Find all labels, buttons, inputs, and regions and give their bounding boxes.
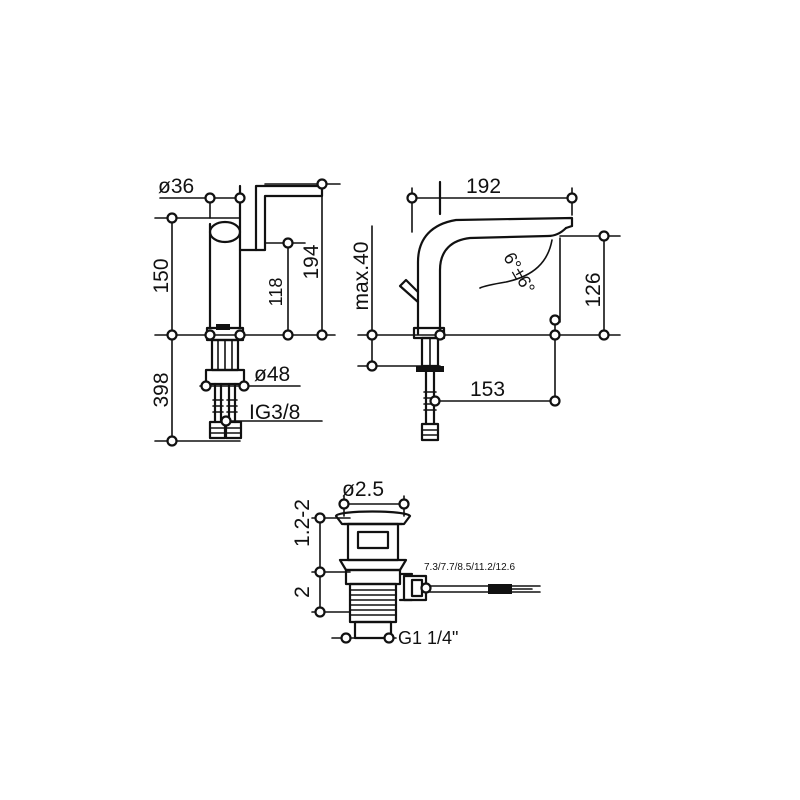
dim-body: 2 <box>291 586 314 598</box>
side-dimension-lines <box>154 178 341 447</box>
dim-height-lever: 194 <box>300 244 323 279</box>
drain-view: ø2.5 1.2-2 2 7.3/7.7/8.5/11.2/12.6 G1 1/… <box>291 478 541 648</box>
dim-connection: IG3/8 <box>249 401 300 424</box>
dim-deck-thickness: max.40 <box>350 242 373 311</box>
dim-handle-dia: ø36 <box>158 175 194 198</box>
dim-below-deck: 398 <box>150 372 173 407</box>
handle-knob <box>208 220 242 244</box>
front-view: 192 max.40 126 6°±6° 153 <box>350 175 621 442</box>
dim-height-inner: 118 <box>266 278 286 307</box>
dim-head-dia: ø2.5 <box>342 478 384 501</box>
dim-thread: G1 1/4" <box>398 628 458 648</box>
side-faucet-body <box>204 184 324 440</box>
front-faucet-body <box>398 180 574 442</box>
dim-rod-lengths: 7.3/7.7/8.5/11.2/12.6 <box>424 562 515 573</box>
dim-base-dia: ø48 <box>254 363 290 386</box>
drain-dimension-lines <box>311 495 432 644</box>
front-dimension-lines <box>357 187 621 407</box>
drain-body <box>334 510 541 640</box>
dim-height-total: 150 <box>150 258 173 293</box>
dim-spout-reach: 153 <box>470 378 505 401</box>
dim-reach-total: 192 <box>466 175 501 198</box>
dim-spout-height: 126 <box>582 272 605 307</box>
dim-spray-angle: 6°±6° <box>499 249 538 297</box>
dim-adjust-range: 1.2-2 <box>291 499 314 547</box>
side-view: ø36 150 194 118 398 ø48 IG3/8 <box>150 175 341 447</box>
